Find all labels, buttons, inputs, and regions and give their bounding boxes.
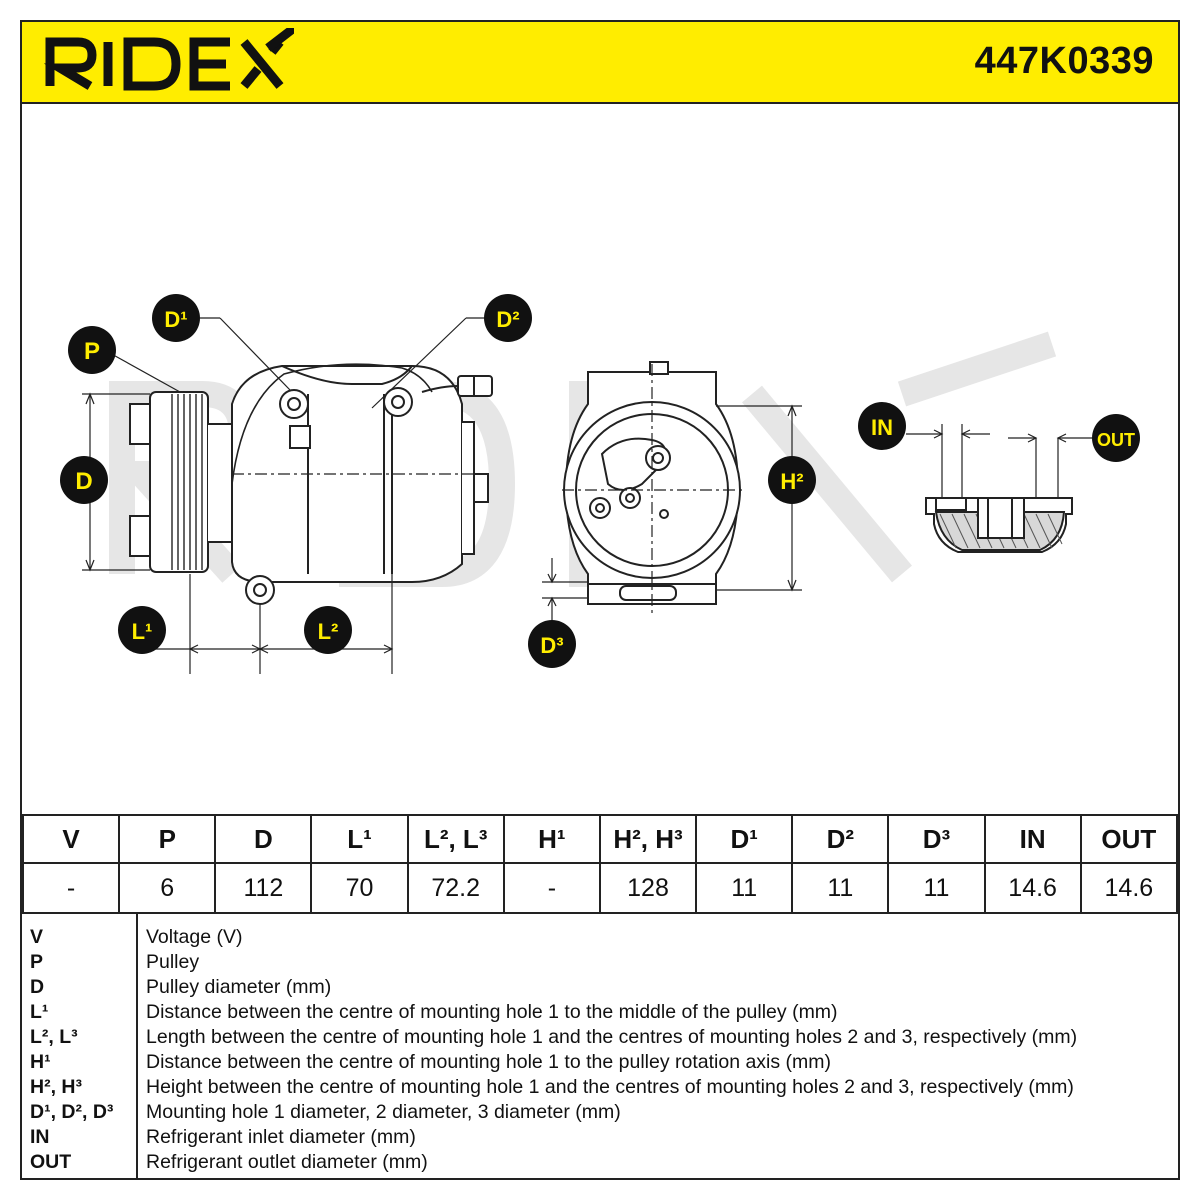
spec-header-row: V P D L¹ L², L³ H¹ H², H³ D¹ D² D³ IN OU… — [21, 814, 1179, 864]
svg-text:P: P — [84, 338, 100, 365]
svg-text:H²: H² — [780, 469, 803, 494]
spec-value: - — [502, 862, 601, 914]
callout-in: IN — [858, 402, 906, 450]
spec-header: H², H³ — [598, 814, 698, 864]
spec-value: 14.6 — [1079, 862, 1179, 914]
callout-l2: L² — [304, 606, 352, 654]
spec-header: L¹ — [310, 814, 409, 864]
svg-text:L²: L² — [318, 619, 339, 644]
spec-value: 72.2 — [406, 862, 505, 914]
svg-text:D²: D² — [496, 307, 519, 332]
spec-header: D² — [791, 814, 890, 864]
spec-value: 112 — [214, 862, 313, 914]
spec-value: - — [21, 862, 121, 914]
callout-h2: H² — [768, 456, 816, 504]
product-sheet: 447K0339 — [20, 20, 1180, 1180]
spec-value: 70 — [310, 862, 409, 914]
legend-divider — [136, 914, 138, 1178]
callout-d1: D¹ — [152, 294, 200, 342]
svg-text:D³: D³ — [540, 633, 563, 658]
svg-text:L¹: L¹ — [132, 619, 153, 644]
svg-text:OUT: OUT — [1097, 430, 1135, 450]
technical-drawing: P D¹ D² D L¹ L² H² D³ IN OUT — [22, 104, 1178, 814]
callout-d2: D² — [484, 294, 532, 342]
callout-p: P — [68, 326, 116, 374]
port-detail-view — [925, 497, 1073, 553]
spec-header: IN — [983, 814, 1082, 864]
spec-value: 14.6 — [983, 862, 1082, 914]
spec-header: D — [214, 814, 313, 864]
spec-value: 11 — [791, 862, 890, 914]
callout-d: D — [60, 456, 108, 504]
svg-text:D: D — [75, 468, 92, 495]
callout-l1: L¹ — [118, 606, 166, 654]
spec-header: V — [21, 814, 121, 864]
spec-value: 128 — [598, 862, 698, 914]
spec-header: OUT — [1079, 814, 1179, 864]
callout-out: OUT — [1092, 414, 1140, 462]
spec-value: 6 — [118, 862, 217, 914]
spec-header: H¹ — [502, 814, 601, 864]
spec-value: 11 — [887, 862, 986, 914]
ridex-logo — [43, 24, 297, 99]
spec-table: V P D L¹ L², L³ H¹ H², H³ D¹ D² D³ IN OU… — [21, 814, 1179, 914]
compressor-front-view — [562, 361, 742, 614]
spec-header: L², L³ — [406, 814, 505, 864]
spec-value: 11 — [695, 862, 794, 914]
svg-text:IN: IN — [871, 415, 893, 440]
spec-value-row: - 6 112 70 72.2 - 128 11 11 11 14.6 14.6 — [21, 862, 1179, 914]
spec-header: P — [118, 814, 217, 864]
spec-header: D³ — [887, 814, 986, 864]
dimension-lines-ports — [906, 424, 1092, 498]
part-number: 447K0339 — [974, 40, 1154, 82]
svg-text:D¹: D¹ — [164, 307, 187, 332]
header-bar: 447K0339 — [22, 22, 1178, 104]
callout-d3: D³ — [528, 620, 576, 668]
spec-header: D¹ — [695, 814, 794, 864]
compressor-side-view — [129, 363, 493, 605]
